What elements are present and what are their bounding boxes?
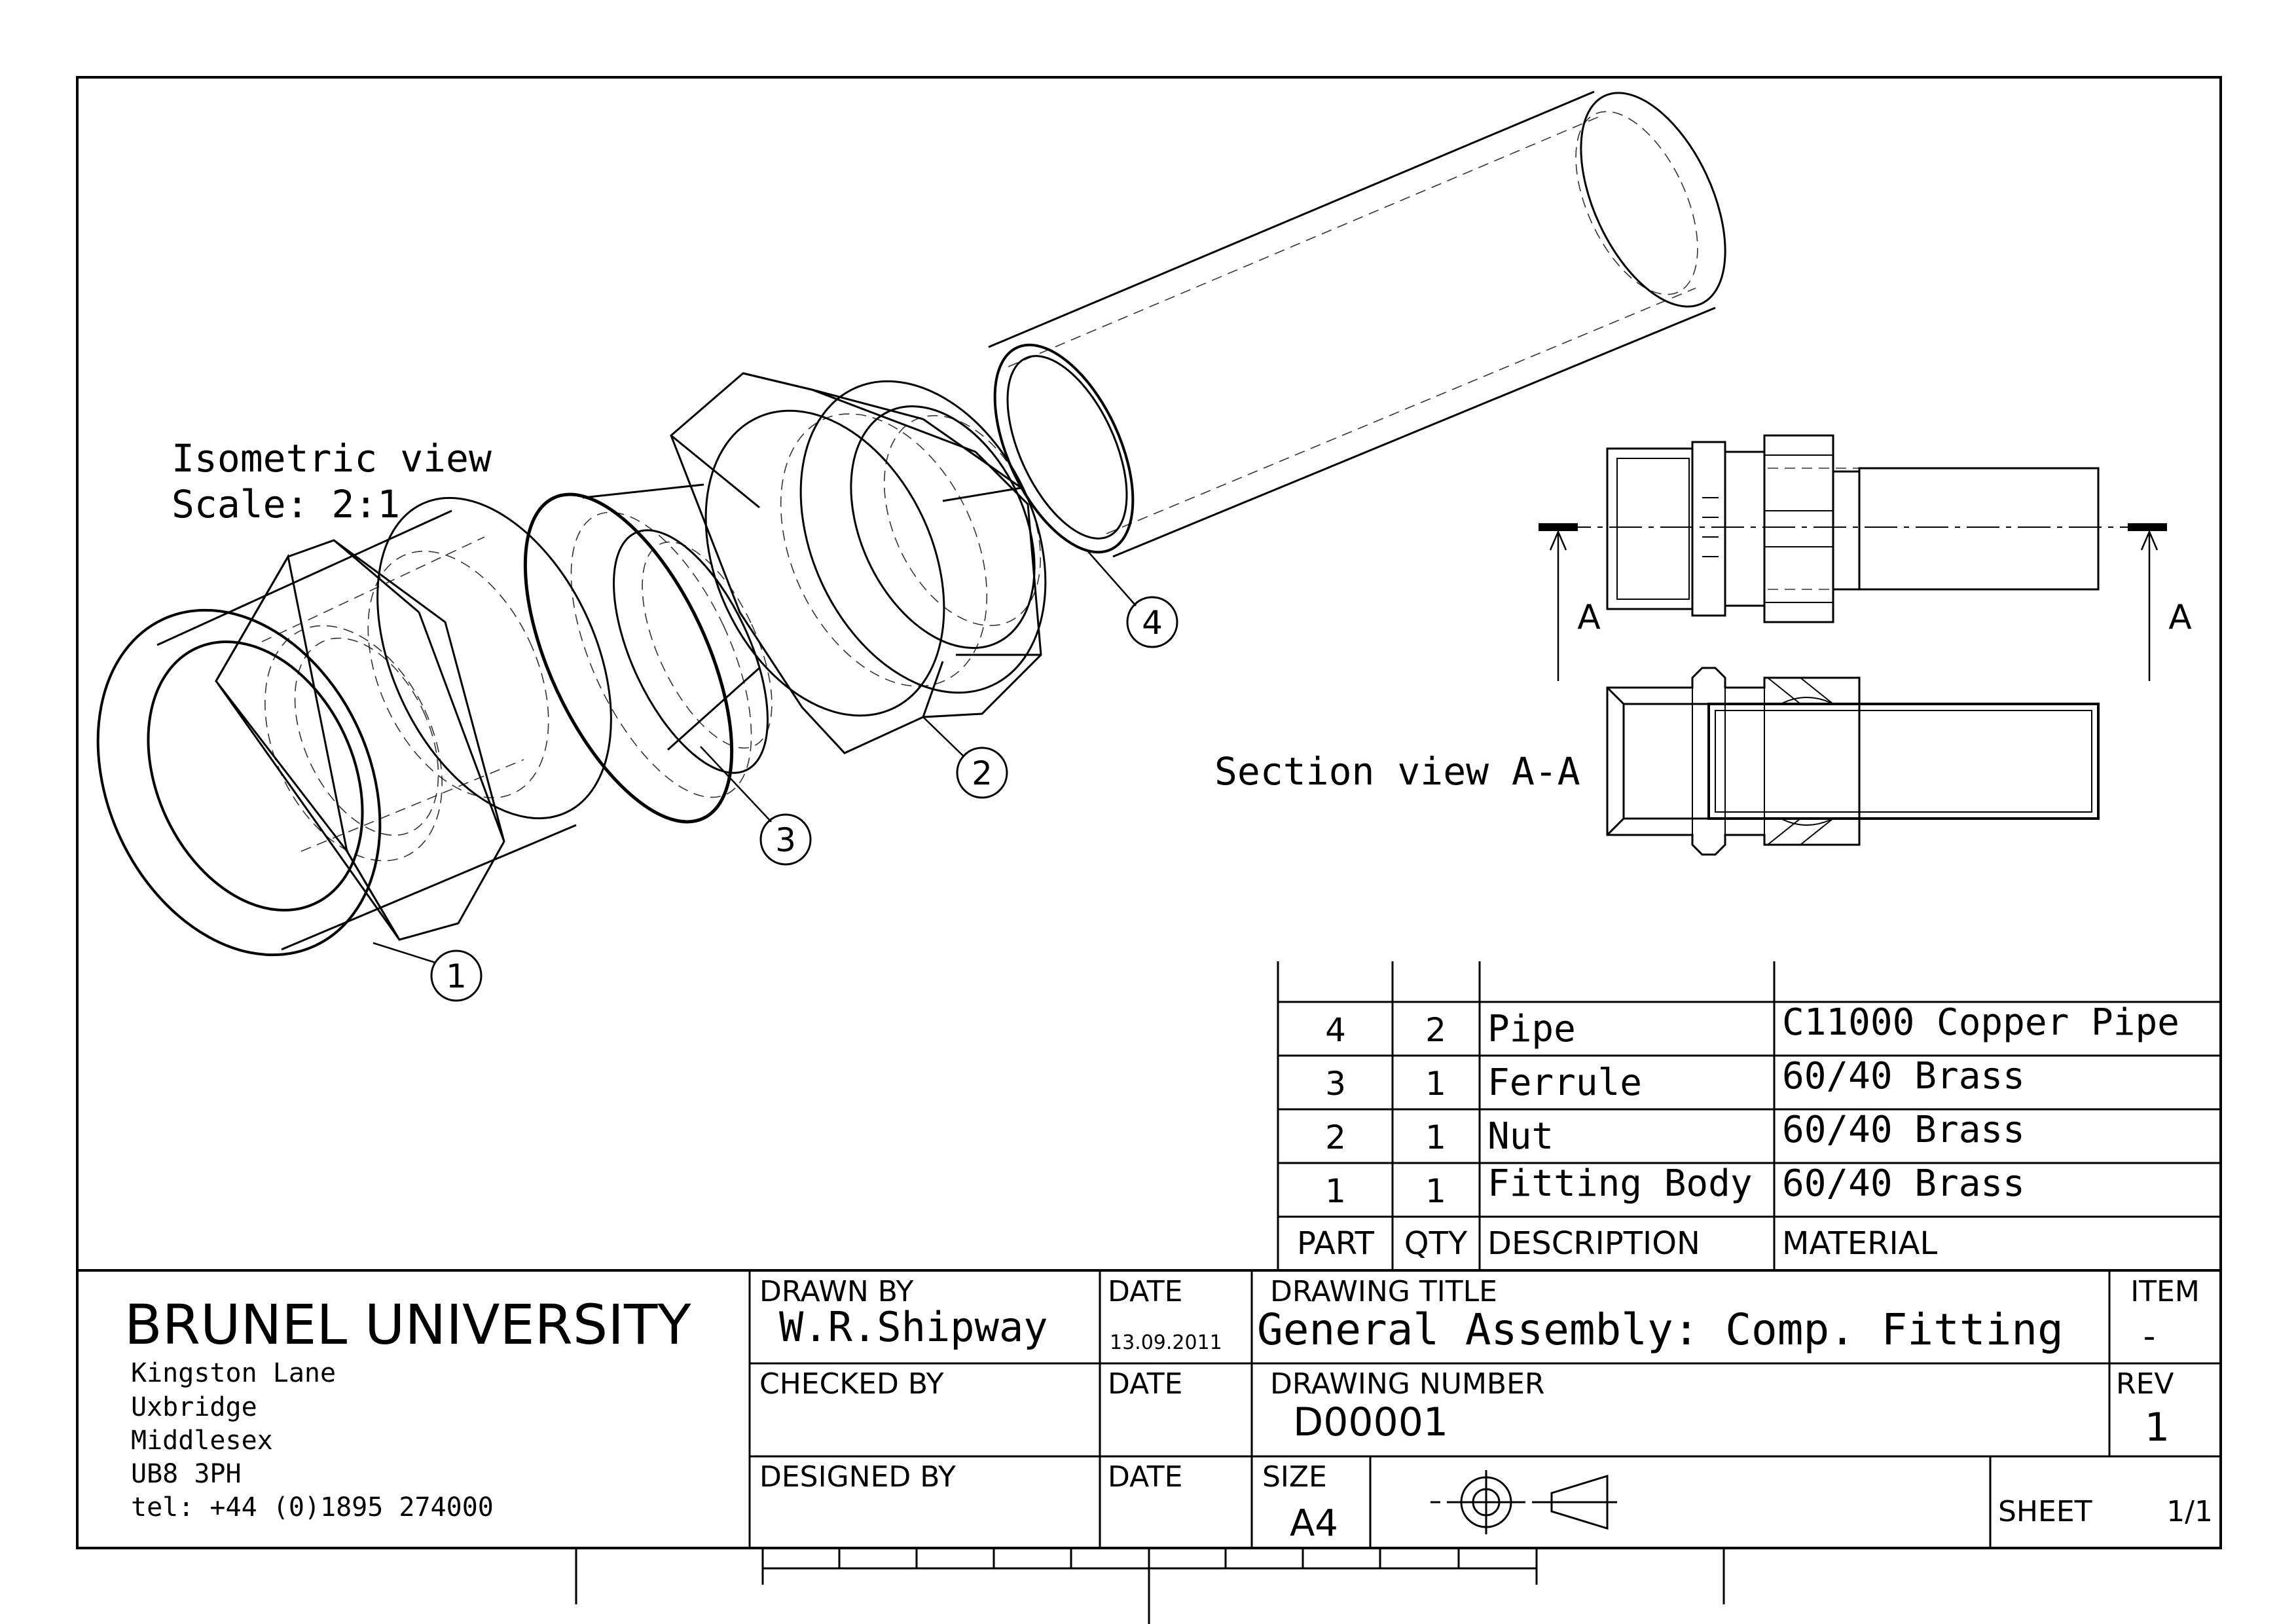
sheet-label: SHEET (1998, 1495, 2092, 1528)
part-number: 1 (1325, 1172, 1346, 1210)
part-description: Nut (1487, 1115, 1554, 1158)
part-number: 4 (1325, 1011, 1346, 1049)
sheet-value: 1/1 (2166, 1495, 2213, 1528)
part-description: Ferrule (1487, 1061, 1642, 1104)
projection-symbol-icon (1430, 1470, 1617, 1534)
isometric-view: 1 2 3 4 (96, 90, 1726, 1002)
balloon-2: 2 (922, 716, 1008, 799)
front-view: A A (1539, 434, 2192, 681)
parts-row-1: 1 1 Fitting Body 60/40 Brass (1325, 1162, 2025, 1210)
parts-row-3: 3 1 Ferrule 60/40 Brass (1325, 1055, 2025, 1104)
drawn-date-label: DATE (1108, 1275, 1182, 1308)
checked-by-label: CHECKED BY (759, 1367, 944, 1401)
balloon-3: 3 (700, 746, 812, 866)
svg-text:1: 1 (446, 957, 467, 995)
drawing-number-value: D00001 (1293, 1399, 1448, 1445)
pipe (988, 90, 1726, 558)
part-material: 60/40 Brass (1782, 1109, 2025, 1151)
part-material: 60/40 Brass (1782, 1162, 2025, 1205)
section-marker-right: A (2168, 598, 2192, 637)
part-material: C11000 Copper Pipe (1782, 1001, 2179, 1044)
part-number: 3 (1325, 1065, 1346, 1103)
size-value: A4 (1290, 1502, 1338, 1545)
drawing-title-label: DRAWING TITLE (1270, 1275, 1497, 1308)
fitting-body (96, 496, 612, 957)
address-line-1: Kingston Lane (131, 1358, 336, 1388)
item-label: ITEM (2130, 1275, 2200, 1308)
part-qty: 1 (1425, 1118, 1446, 1156)
address-line-4: UB8 3PH (131, 1459, 242, 1489)
address-line-5: tel: +44 (0)1895 274000 (131, 1492, 494, 1522)
part-description: Fitting Body (1487, 1162, 1753, 1205)
balloon-1: 1 (373, 942, 483, 1002)
address-line-2: Uxbridge (131, 1392, 257, 1422)
parts-row-4: 4 2 Pipe C11000 Copper Pipe (1325, 1001, 2179, 1050)
part-material: 60/40 Brass (1782, 1055, 2025, 1098)
isometric-scale-label: Scale: 2:1 (172, 482, 400, 526)
header-part: PART (1297, 1225, 1375, 1262)
parts-list-header: PART QTY DESCRIPTION MATERIAL (1297, 1225, 1937, 1262)
part-qty: 1 (1425, 1172, 1446, 1210)
header-qty: QTY (1404, 1225, 1468, 1262)
svg-text:2: 2 (972, 754, 993, 792)
section-view-label: Section view A-A (1214, 749, 1580, 794)
svg-text:3: 3 (775, 821, 796, 859)
drawn-by-value: W.R.Shipway (779, 1303, 1048, 1351)
zone-ticks (575, 1548, 1725, 1624)
part-qty: 2 (1425, 1011, 1446, 1049)
drawing-title-value: General Assembly: Comp. Fitting (1257, 1304, 2064, 1355)
org-name: BRUNEL UNIVERSITY (124, 1293, 691, 1357)
item-value: - (2143, 1317, 2156, 1356)
part-qty: 1 (1425, 1065, 1446, 1103)
drawn-date-value: 13.09.2011 (1110, 1331, 1222, 1354)
balloon-4: 4 (1086, 549, 1178, 648)
svg-text:4: 4 (1142, 604, 1163, 642)
section-view (1606, 667, 2100, 856)
header-material: MATERIAL (1782, 1225, 1938, 1262)
designed-by-label: DESIGNED BY (759, 1460, 956, 1494)
title-block: BRUNEL UNIVERSITY Kingston Lane Uxbridge… (77, 1269, 2221, 1548)
section-marker-left: A (1577, 598, 1601, 637)
rev-value: 1 (2145, 1405, 2170, 1450)
parts-list: 4 2 Pipe C11000 Copper Pipe 3 1 Ferrule … (1277, 961, 2221, 1270)
designed-date-label: DATE (1108, 1460, 1182, 1494)
address-line-3: Middlesex (131, 1426, 273, 1456)
parts-row-2: 2 1 Nut 60/40 Brass (1325, 1109, 2025, 1158)
rev-label: REV (2116, 1367, 2174, 1401)
drawn-by-label: DRAWN BY (759, 1275, 914, 1308)
checked-date-label: DATE (1108, 1367, 1182, 1401)
part-number: 2 (1325, 1118, 1346, 1156)
header-description: DESCRIPTION (1487, 1225, 1700, 1262)
part-description: Pipe (1487, 1008, 1576, 1050)
size-label: SIZE (1262, 1460, 1327, 1494)
isometric-view-label: Isometric view (172, 436, 492, 481)
drawing-number-label: DRAWING NUMBER (1270, 1367, 1544, 1401)
ferrule (523, 483, 773, 824)
